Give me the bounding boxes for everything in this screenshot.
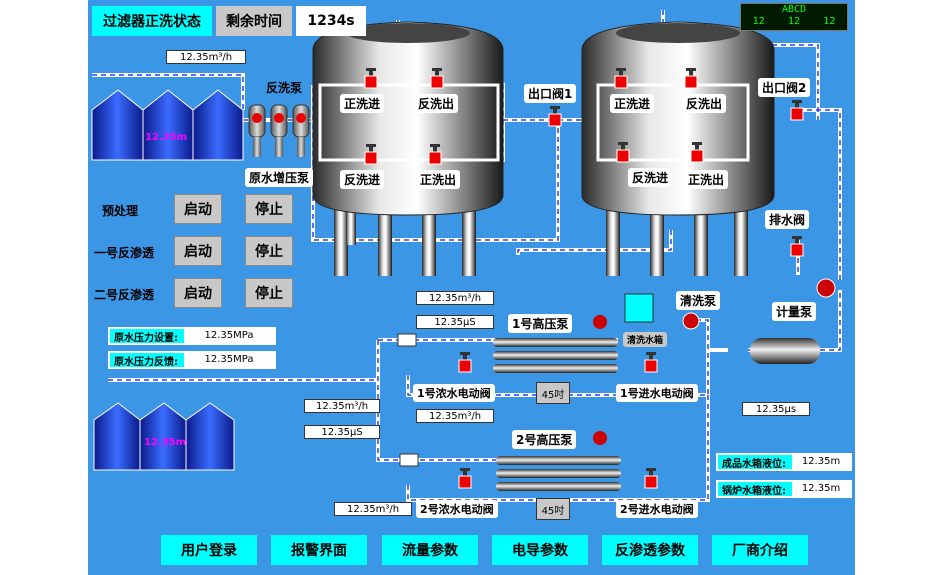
clean-tank-box	[624, 293, 654, 323]
ro2-stop-button[interactable]: 停止	[245, 278, 293, 308]
pressure-setpoint[interactable]: 原水压力设置: 12.35MPa	[108, 327, 276, 345]
ro1-stop-button[interactable]: 停止	[245, 236, 293, 266]
product-tank-level-label: 成品水箱液位:	[722, 458, 786, 470]
page-title: 过滤器正洗状态	[92, 6, 212, 36]
membrane-1-code: 45吋	[536, 382, 570, 404]
left-flow-value: 12.35m³/h	[304, 399, 380, 413]
backwash-pump-label: 反洗泵	[266, 81, 303, 95]
f2-forward-wash-in-label: 正洗进	[610, 94, 655, 113]
pressure-feedback-value: 12.35MPa	[184, 353, 274, 367]
nav-conductivity-params[interactable]: 电导参数	[492, 535, 588, 565]
remaining-time-label: 剩余时间	[216, 6, 292, 36]
f2-forward-wash-out-label: 正洗出	[684, 170, 729, 189]
valve-f1-bw-in[interactable]	[356, 144, 386, 166]
bottom-tank-level: 12.35m	[144, 437, 187, 448]
f1-backwash-in-label: 反洗进	[340, 170, 385, 189]
nav-ro-params[interactable]: 反渗透参数	[602, 535, 698, 565]
hmi-screen: 过滤器正洗状态 剩余时间 1234s ABCD 12 12 12 12.35m³…	[88, 0, 855, 575]
pressure-setpoint-value[interactable]: 12.35MPa	[184, 329, 274, 343]
inlet-valve-1-label: 1号进水电动阀	[616, 384, 698, 402]
conc-valve-2-label: 2号浓水电动阀	[416, 500, 498, 518]
valve-f2-bw-out[interactable]	[676, 68, 706, 90]
filter-tank-2	[581, 21, 775, 276]
led-values: 12 12 12	[741, 16, 847, 28]
boiler-tank-level-label: 锅炉水箱液位:	[722, 485, 786, 497]
nav-alarm[interactable]: 报警界面	[271, 535, 367, 565]
valve-conc-1[interactable]	[450, 352, 480, 374]
ro1-conc-flow-value: 12.35m³/h	[416, 409, 494, 423]
boiler-tank-level-value: 12.35m	[792, 482, 850, 496]
valve-f1-bw-out[interactable]	[422, 68, 452, 90]
pressure-setpoint-label: 原水压力设置:	[114, 332, 178, 344]
valve-conc-2[interactable]	[450, 468, 480, 490]
product-tank-level-value: 12.35m	[792, 455, 850, 469]
ro1-label: 一号反渗透	[94, 246, 155, 260]
metering-pump-label: 计量泵	[772, 302, 817, 321]
outlet-valve-1-label: 出口阀1	[524, 84, 577, 103]
valve-drain[interactable]	[782, 236, 812, 258]
pretreat-label: 预处理	[102, 204, 139, 218]
f1-forward-wash-out-label: 正洗出	[416, 170, 461, 189]
clean-tank-label: 清洗水箱	[623, 332, 668, 347]
booster-pumps	[248, 104, 310, 157]
led-value: 12	[787, 16, 801, 27]
ro2-start-button[interactable]: 启动	[174, 278, 222, 308]
boiler-tank-level: 锅炉水箱液位: 12.35m	[716, 480, 852, 498]
filter-tank-1	[312, 21, 504, 276]
nav-vendor-info[interactable]: 厂商介绍	[712, 535, 808, 565]
ro1-flow-value: 12.35m³/h	[416, 291, 494, 305]
pretreat-stop-button[interactable]: 停止	[245, 194, 293, 224]
ro1-start-button[interactable]: 启动	[174, 236, 222, 266]
led-value: 12	[823, 16, 836, 27]
valve-f1-fw-out[interactable]	[420, 144, 450, 166]
drain-valve-label: 排水阀	[765, 210, 810, 229]
raw-water-tanks-bottom	[93, 402, 235, 471]
pretreat-start-button[interactable]: 启动	[174, 194, 222, 224]
product-tank	[750, 338, 820, 364]
clean-pump-label: 清洗泵	[676, 291, 721, 310]
valve-f1-fw-in[interactable]	[356, 68, 386, 90]
valve-inlet-1[interactable]	[636, 352, 666, 374]
conc-valve-1-label: 1号浓水电动阀	[413, 384, 495, 402]
nav-flow-params[interactable]: 流量参数	[382, 535, 478, 565]
inlet-valve-2-label: 2号进水电动阀	[616, 500, 698, 518]
led-value: 12	[752, 16, 765, 27]
f1-forward-wash-in-label: 正洗进	[340, 94, 385, 113]
outlet-valve-2-label: 出口阀2	[758, 78, 811, 97]
top-tank-level: 12.35m	[145, 132, 188, 143]
nav-user-login[interactable]: 用户登录	[161, 535, 257, 565]
raw-water-tanks-top	[91, 89, 244, 161]
f2-backwash-out-label: 反洗出	[682, 94, 727, 113]
ro2-flow-value: 12.35m³/h	[334, 502, 412, 516]
ro2-label: 二号反渗透	[94, 288, 155, 302]
led-line-1: ABCD	[781, 4, 807, 15]
left-cond-value: 12.35μS	[304, 425, 380, 439]
remaining-time-value: 1234s	[296, 6, 366, 36]
top-flow-value: 12.35m³/h	[166, 50, 246, 64]
valve-outlet-2[interactable]	[782, 100, 812, 122]
valve-outlet-1[interactable]	[540, 106, 570, 128]
ro-membranes-2	[496, 456, 621, 491]
hp-pump-1-label: 1号高压泵	[508, 314, 573, 333]
product-tank-level: 成品水箱液位: 12.35m	[716, 453, 852, 471]
pressure-feedback-label: 原水压力反馈:	[114, 356, 178, 368]
ro1-cond-value: 12.35μS	[416, 315, 494, 329]
ro-membranes-1	[493, 338, 618, 373]
booster-pump-label: 原水增压泵	[245, 168, 314, 187]
led-display: ABCD 12 12 12	[740, 3, 848, 31]
f1-backwash-out-label: 反洗出	[414, 94, 459, 113]
f2-backwash-in-label: 反洗进	[628, 168, 673, 187]
product-cond-value: 12.35μs	[742, 402, 810, 416]
valve-f2-fw-in[interactable]	[606, 68, 636, 90]
membrane-2-code: 45吋	[536, 498, 570, 520]
valve-f2-fw-out[interactable]	[682, 142, 712, 164]
hp-pump-2-label: 2号高压泵	[512, 430, 577, 449]
valve-f2-bw-in[interactable]	[608, 142, 638, 164]
process-diagram	[91, 10, 842, 502]
pressure-feedback: 原水压力反馈: 12.35MPa	[108, 351, 276, 369]
valve-inlet-2[interactable]	[636, 468, 666, 490]
